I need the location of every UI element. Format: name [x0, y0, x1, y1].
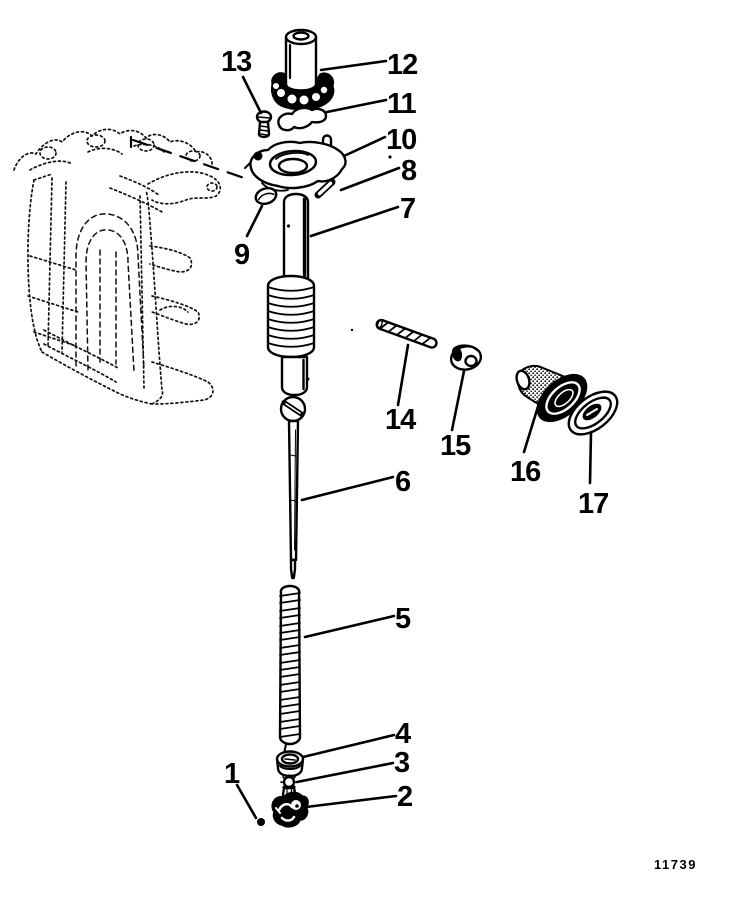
part-14-spiral-pin — [375, 318, 438, 349]
print-specks — [306, 155, 392, 381]
part-13-screw — [255, 110, 273, 139]
callout-6: 6 — [395, 466, 411, 498]
part-10-follower-bracket — [244, 134, 347, 192]
figure-code: 11739 — [654, 857, 697, 872]
engine-block-phantom — [13, 128, 222, 405]
part-5-spring — [278, 584, 302, 755]
dashed-locator-line — [129, 135, 252, 182]
callout-12: 12 — [387, 49, 417, 81]
callout-2: 2 — [397, 781, 412, 813]
callout-leader-lines — [235, 59, 593, 820]
part-4-cup — [275, 750, 305, 778]
part-2-cam — [271, 791, 309, 828]
callout-13: 13 — [221, 46, 252, 78]
part-11-gasket — [277, 106, 328, 132]
callout-16: 16 — [510, 456, 541, 488]
part-9-clip — [254, 186, 278, 206]
part-6-needle — [279, 395, 307, 580]
callout-5: 5 — [395, 603, 411, 635]
callout-7: 7 — [400, 193, 415, 225]
callout-8: 8 — [401, 155, 417, 187]
part-15-grommet — [449, 344, 483, 371]
callout-11: 11 — [387, 88, 417, 120]
part-1-ball — [257, 818, 265, 826]
part-8-pin — [314, 178, 336, 199]
part-12-pinion-gear — [270, 28, 335, 111]
callout-9: 9 — [234, 239, 250, 271]
callout-1: 1 — [224, 758, 240, 790]
callout-14: 14 — [385, 404, 416, 436]
callout-labels: 13 12 11 10 8 7 9 14 15 16 17 6 5 4 3 2 … — [221, 46, 609, 813]
callout-10: 10 — [386, 124, 416, 156]
callout-17: 17 — [578, 488, 608, 520]
callout-15: 15 — [440, 430, 471, 462]
callout-4: 4 — [395, 718, 411, 750]
callout-3: 3 — [394, 747, 410, 779]
part-17-retainer — [567, 390, 619, 436]
part-7-worm-shaft — [266, 192, 316, 397]
